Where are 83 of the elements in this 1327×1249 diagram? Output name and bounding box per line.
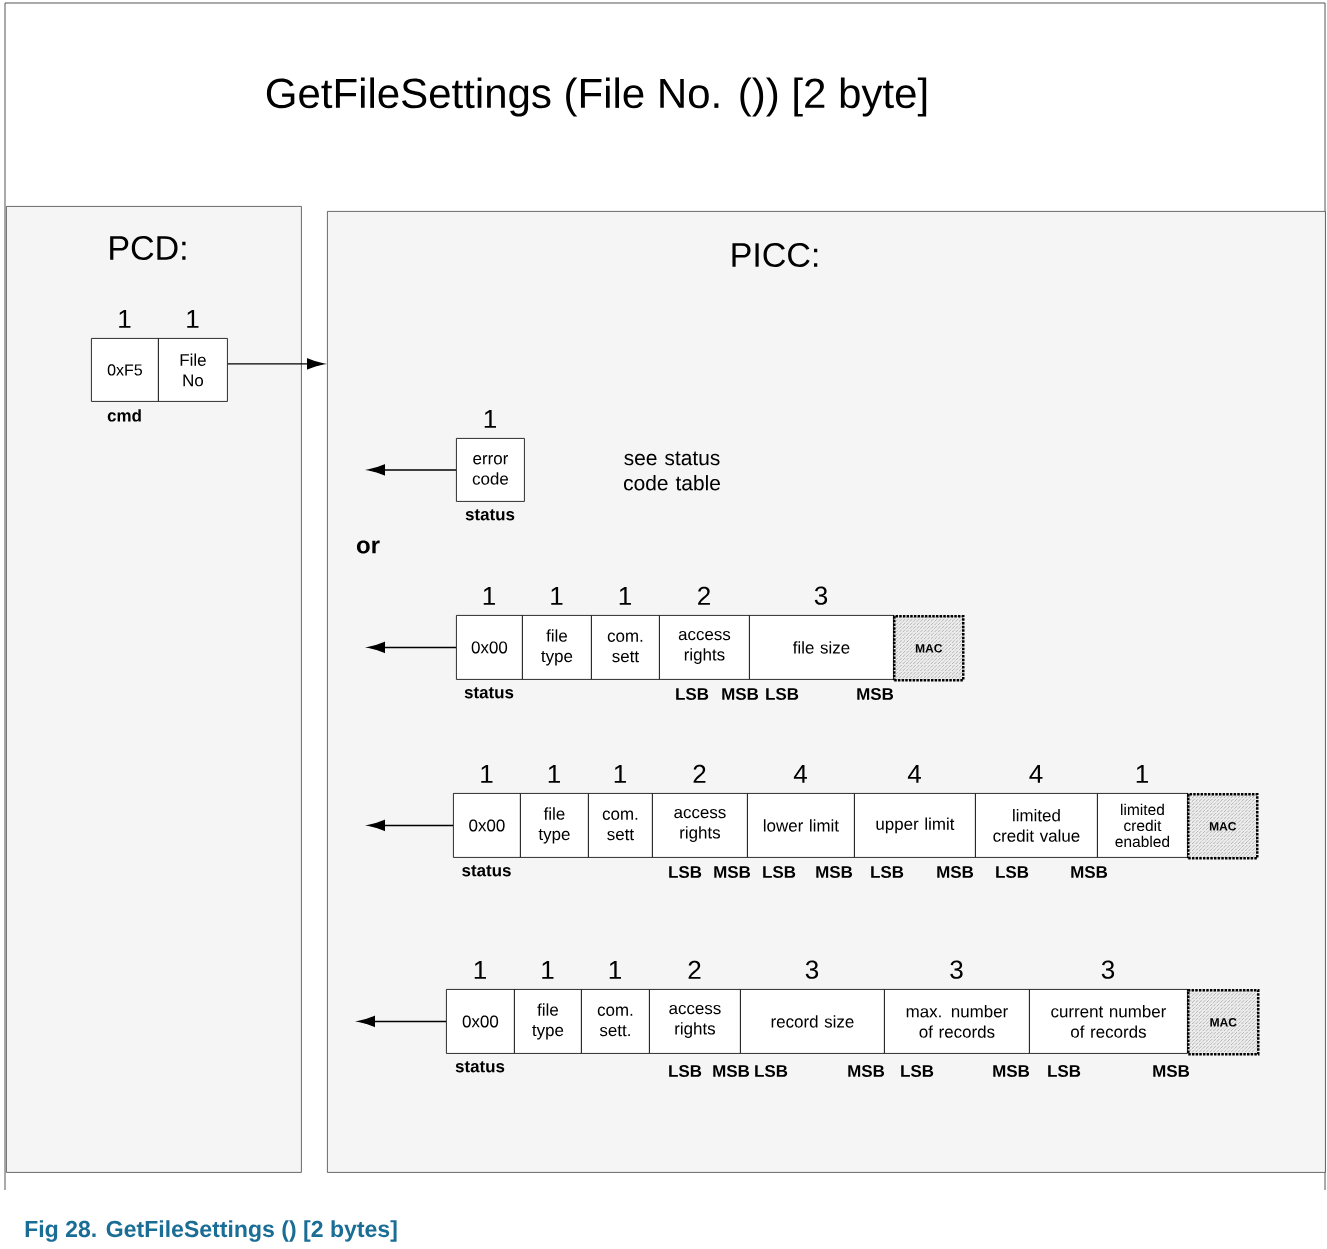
byte-count: 1: [483, 586, 495, 605]
byte-field: com. sett: [588, 793, 653, 858]
byte-order-label: LSB: [763, 866, 796, 878]
byte-order-label: MSB: [714, 866, 751, 878]
title: GetFileSettings (File No. ()) [2 byte]: [266, 77, 927, 117]
byte-count: 4: [1029, 764, 1043, 783]
arrow: [357, 1015, 447, 1027]
byte-order-label: MSB: [937, 866, 974, 878]
byte-order-label: MSB: [848, 1065, 885, 1077]
byte-field: limited credit enabled: [1097, 793, 1188, 858]
byte-order-label: MSB: [857, 688, 894, 700]
byte-count: 3: [950, 960, 963, 979]
field-caption: status: [465, 509, 515, 521]
field-caption: status: [455, 1061, 505, 1073]
separator-text: or: [356, 540, 380, 554]
hatched-field: MAC: [1187, 793, 1259, 860]
byte-count: 1: [474, 961, 486, 979]
byte-field: com. sett: [591, 615, 660, 680]
byte-count: 1: [542, 961, 554, 979]
byte-field: File No: [158, 338, 228, 402]
byte-field: file type: [522, 615, 592, 680]
byte-count: 2: [698, 586, 710, 605]
byte-field: access rights: [652, 793, 748, 858]
byte-count: 1: [548, 764, 560, 783]
byte-count: 1: [1136, 764, 1148, 783]
byte-order-label: LSB: [1048, 1065, 1081, 1077]
byte-field: file type: [514, 989, 582, 1054]
byte-order-label: LSB: [996, 866, 1029, 878]
field-caption: cmd: [107, 409, 141, 422]
byte-order-label: MSB: [993, 1065, 1030, 1077]
byte-count: 3: [1101, 960, 1115, 979]
byte-count: 1: [609, 961, 621, 979]
arrow: [227, 358, 325, 370]
byte-field: limited credit value: [975, 793, 1098, 858]
byte-count: 1: [614, 764, 626, 783]
arrow: [367, 641, 457, 653]
byte-field: 0xF5: [91, 338, 159, 402]
field-caption: status: [464, 687, 514, 699]
byte-order-label: LSB: [676, 688, 709, 700]
byte-count: 4: [793, 764, 807, 783]
byte-order-label: MSB: [816, 866, 853, 878]
byte-order-label: LSB: [755, 1065, 788, 1077]
byte-field: 0x00: [456, 615, 523, 680]
byte-count: 1: [119, 309, 131, 328]
byte-order-label: LSB: [669, 1065, 702, 1077]
arrow: [367, 819, 454, 831]
byte-count: 3: [805, 960, 819, 979]
byte-count: 4: [907, 764, 921, 783]
byte-order-label: MSB: [1153, 1065, 1190, 1077]
byte-field: max. number of records: [884, 989, 1030, 1054]
byte-field: error code: [456, 438, 525, 502]
arrow: [367, 464, 457, 476]
byte-count: 3: [814, 586, 828, 605]
note: see status code table: [624, 451, 720, 491]
byte-order-label: MSB: [722, 688, 759, 700]
byte-order-label: MSB: [1071, 866, 1108, 878]
field-caption: status: [462, 865, 511, 877]
byte-field: access rights: [649, 989, 741, 1054]
byte-count: 1: [481, 764, 493, 783]
byte-field: 0x00: [446, 989, 515, 1054]
byte-count: 1: [484, 409, 496, 428]
byte-field: file type: [520, 793, 589, 858]
byte-count: 1: [187, 309, 199, 328]
byte-count: 1: [551, 586, 563, 605]
byte-field: upper limit: [854, 793, 976, 858]
byte-count: 1: [619, 586, 631, 605]
hatched-field: MAC: [1187, 989, 1260, 1056]
byte-field: com. sett.: [581, 989, 650, 1054]
hatched-field: MAC: [893, 615, 965, 682]
byte-order-label: MSB: [713, 1065, 750, 1077]
byte-field: current number of records: [1029, 989, 1188, 1054]
byte-field: file size: [749, 615, 894, 680]
byte-order-label: LSB: [871, 866, 904, 878]
byte-count: 2: [693, 764, 706, 783]
byte-field: 0x00: [453, 793, 521, 858]
caption: Fig 28. GetFileSettings () [2 bytes]: [25, 1220, 397, 1242]
byte-field: record size: [740, 989, 885, 1054]
byte-count: 2: [688, 960, 701, 979]
byte-order-label: LSB: [766, 688, 799, 700]
byte-field: lower limit: [747, 793, 855, 858]
byte-order-label: LSB: [669, 866, 702, 878]
byte-field: access rights: [659, 615, 750, 680]
byte-order-label: LSB: [901, 1065, 934, 1077]
